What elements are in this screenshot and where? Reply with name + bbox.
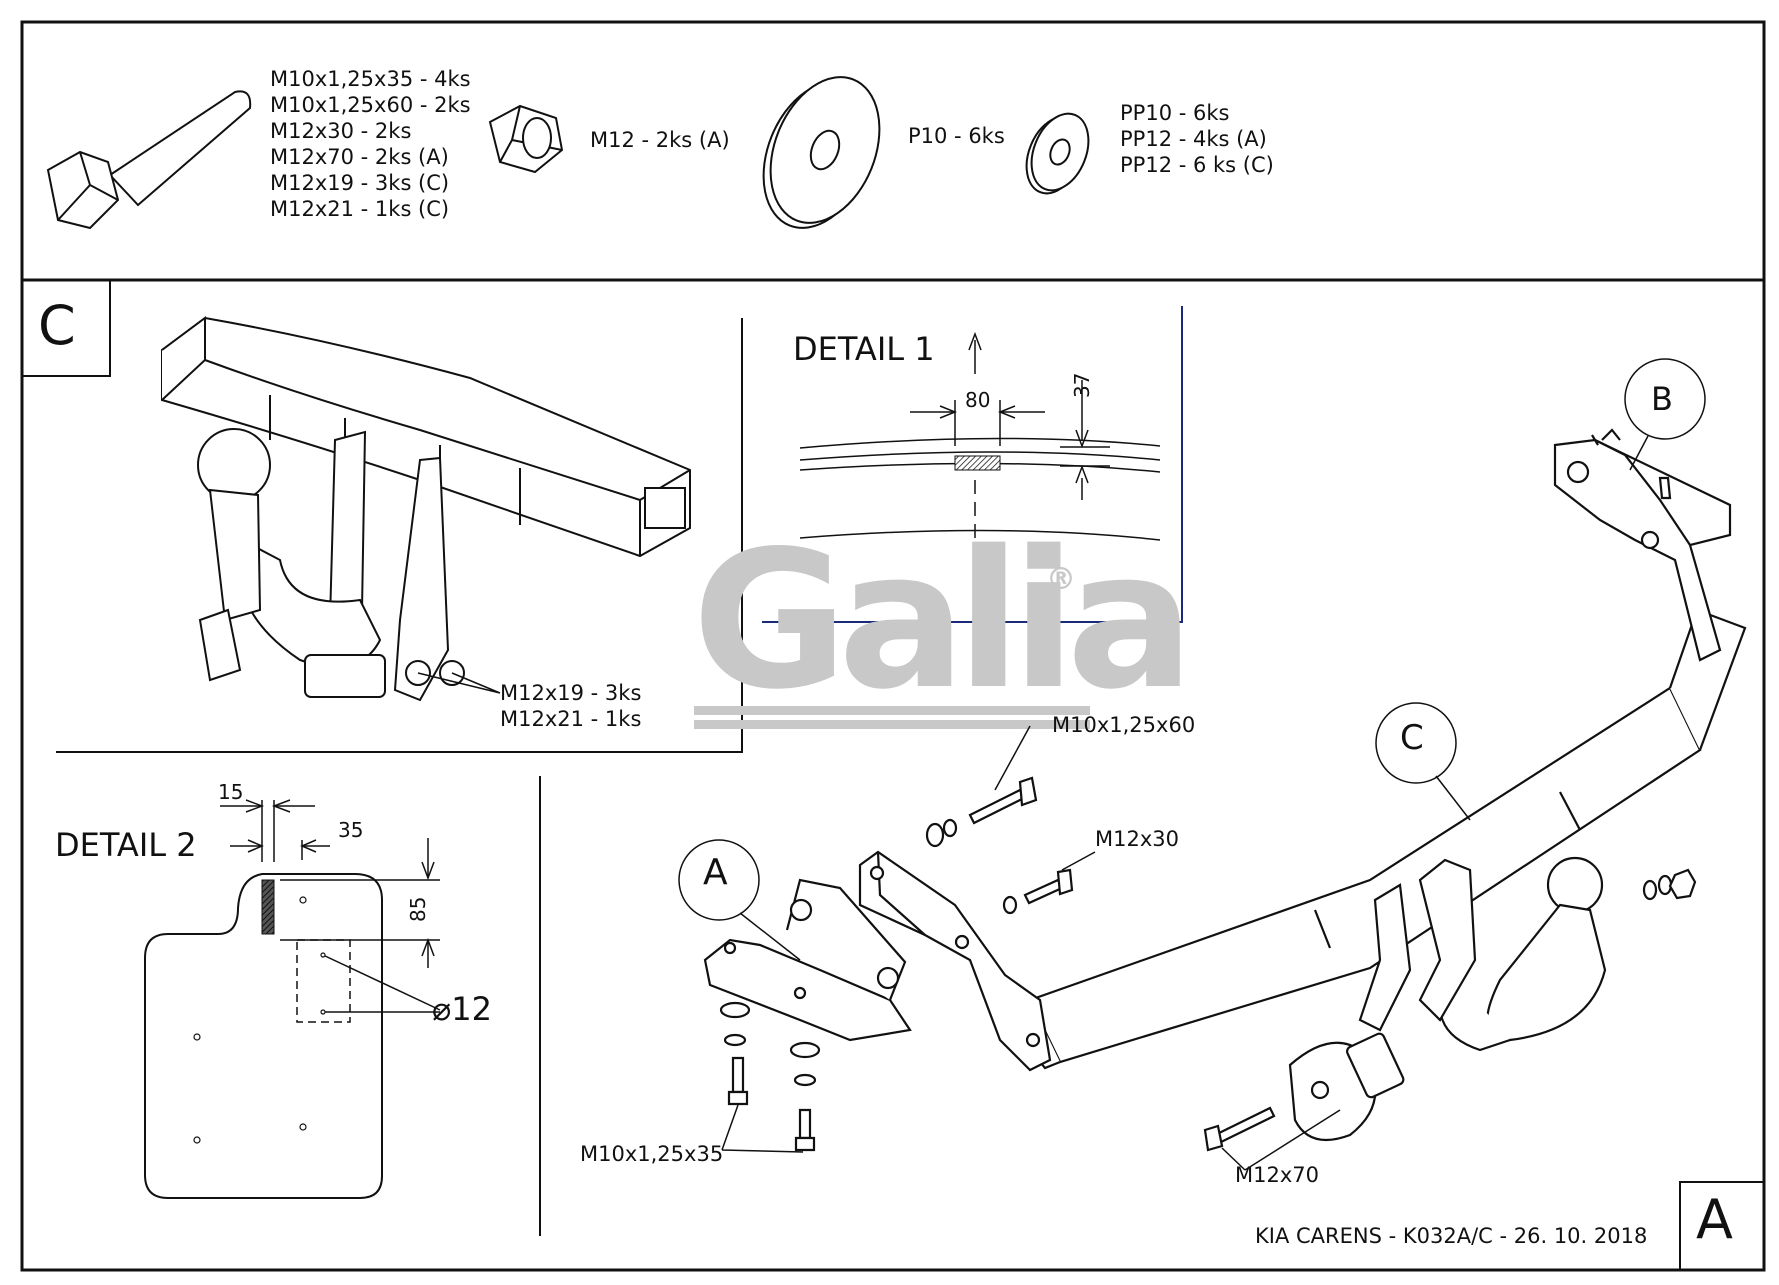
callout-m10x35: M10x1,25x35 <box>580 1142 724 1166</box>
a-corner-box <box>1679 1181 1764 1270</box>
panel-c-frame <box>56 318 743 753</box>
c-corner-box <box>22 280 111 377</box>
bolt-list-item: M12x21 - 1ks (C) <box>270 197 450 221</box>
callout-circles <box>678 358 1706 1171</box>
panel-c-leaders <box>417 672 501 694</box>
panel-c-callout: M12x19 - 3ks <box>500 681 642 705</box>
bolt-list-item: M12x30 - 2ks <box>270 119 412 143</box>
nut-icon <box>488 104 564 174</box>
callout-m12x70: M12x70 <box>1235 1163 1319 1187</box>
main-circle-b: B <box>1651 380 1673 418</box>
detail2-holes <box>193 896 326 1144</box>
panel-c-callouts: M12x19 - 3ks M12x21 - 1ks <box>500 680 641 732</box>
main-circle-a: A <box>703 852 728 893</box>
bolt-list-item: M10x1,25x35 - 4ks <box>270 67 471 91</box>
detail2-dimensions <box>220 799 441 1023</box>
panel-c-callout: M12x21 - 1ks <box>500 707 642 731</box>
washer-small-list: PP10 - 6ks PP12 - 4ks (A) PP12 - 6 ks (C… <box>1120 100 1274 178</box>
detail2-hole-dia: ⌀12 <box>432 990 492 1028</box>
washer-large-icon <box>762 76 881 229</box>
nut-label: M12 - 2ks (A) <box>590 128 730 152</box>
washer-small-item: PP12 - 4ks (A) <box>1120 127 1267 151</box>
detail2-dim-a: 15 <box>218 780 244 804</box>
panel-c-corner-label: C <box>38 294 76 357</box>
main-assembly <box>703 428 1747 1152</box>
footer-title: KIA CARENS - K032A/C - 26. 10. 2018 <box>1255 1224 1648 1248</box>
detail1-hatch <box>954 455 1001 471</box>
bolt-icon <box>46 90 252 230</box>
bolt-list-item: M12x19 - 3ks (C) <box>270 171 450 195</box>
washer-small-item: PP12 - 6 ks (C) <box>1120 153 1274 177</box>
main-circle-c: C <box>1400 718 1424 758</box>
logo-bars <box>694 706 1090 729</box>
galia-reg-mark: ® <box>1046 562 1076 597</box>
callout-m12x30: M12x30 <box>1095 827 1179 851</box>
detail2-dim-c: 85 <box>406 896 430 922</box>
footer-corner-label: A <box>1696 1188 1733 1251</box>
detail1-dim-height: 37 <box>1070 372 1094 398</box>
washer-small-item: PP10 - 6ks <box>1120 101 1230 125</box>
callout-m10x60: M10x1,25x60 <box>1052 713 1196 737</box>
detail1-dim-width: 80 <box>965 388 991 412</box>
washer-large-label: P10 - 6ks <box>908 124 1005 148</box>
bolt-list-item: M10x1,25x60 - 2ks <box>270 93 471 117</box>
bolt-list: M10x1,25x35 - 4ks M10x1,25x60 - 2ks M12x… <box>270 66 471 222</box>
detail2-hatch <box>261 879 275 935</box>
detail2-plate <box>144 873 383 1199</box>
panel-c-towbar <box>161 316 691 702</box>
galia-logo: Galia <box>692 510 1195 731</box>
main-frame <box>20 278 1766 1272</box>
detail2-dim-b: 35 <box>338 818 364 842</box>
bolt-list-item: M12x70 - 2ks (A) <box>270 145 449 169</box>
detail1-title: DETAIL 1 <box>793 330 935 368</box>
detail1-frame <box>762 306 1183 623</box>
detail2-title: DETAIL 2 <box>55 826 197 864</box>
washer-small-icon <box>1025 112 1090 195</box>
